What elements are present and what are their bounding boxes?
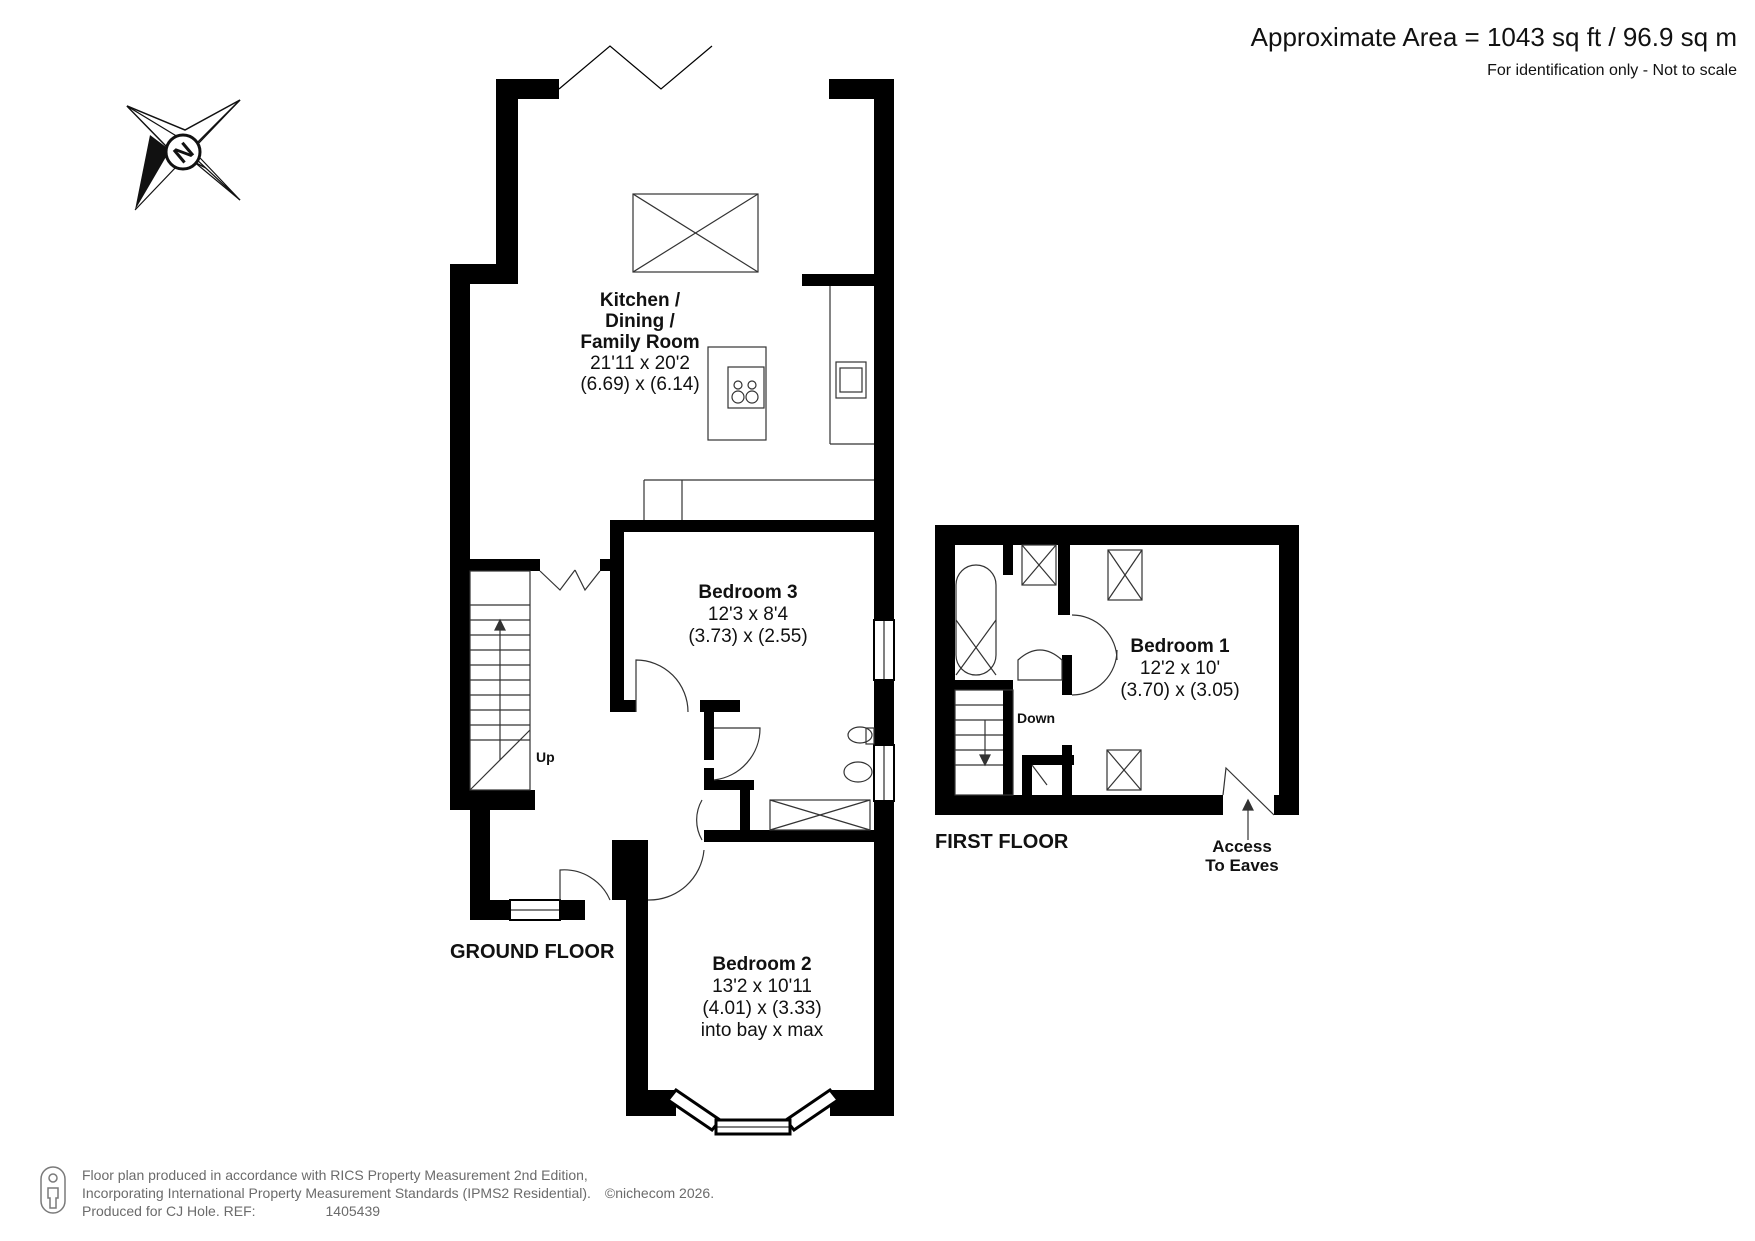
ground-doors [539,569,761,901]
bedroom1-label: Bedroom 1 12'2 x 10' (3.70) x (3.05) [1120,636,1239,701]
bedroom3-label: Bedroom 3 12'3 x 8'4 (3.73) x (2.55) [688,582,807,647]
kitchen-fixtures [632,193,874,520]
approximate-area-text: Approximate Area = 1043 sq ft / 96.9 sq … [1250,22,1737,52]
eaves-line1: Access [1212,837,1272,856]
footer-line3: Produced for CJ Hole. REF: 1405439 [82,1202,714,1220]
kitchen-name-line2: Dining / [605,311,675,332]
bathroom-fixtures [769,726,875,831]
kitchen-name-line3: Family Room [580,332,699,353]
bedroom3-metric: (3.73) x (2.55) [688,626,807,647]
eaves-label: Access To Eaves [1205,837,1278,875]
bedroom2-metric: (4.01) x (3.33) [702,998,821,1019]
compass-icon: N [126,99,241,211]
footer: Floor plan produced in accordance with R… [82,1166,714,1220]
person-icon [40,1166,66,1214]
bay-window [665,1087,841,1136]
kitchen-name-line1: Kitchen / [600,290,681,311]
bedroom3-name: Bedroom 3 [698,582,797,603]
side-window-bedroom3 [873,619,895,681]
footer-produced-for: Produced for CJ Hole. REF: [82,1203,256,1219]
identification-note: For identification only - Not to scale [1487,62,1737,79]
ground-floor-walls [450,79,894,1116]
kitchen-label: Kitchen / Dining / Family Room 21'11 x 2… [580,290,699,395]
bedroom2-label: Bedroom 2 13'2 x 10'11 (4.01) x (3.33) i… [701,954,824,1041]
footer-copyright: ©nichecom 2026. [604,1185,715,1201]
bedroom1-name: Bedroom 1 [1130,636,1230,657]
first-floor-walls [935,525,1299,815]
kitchen-metric: (6.69) x (6.14) [580,374,699,395]
first-stairs-label: Down [1017,710,1055,726]
bifold-doors [558,45,713,90]
front-window [509,899,561,921]
bedroom2-name: Bedroom 2 [712,954,811,975]
ground-stairs [469,570,531,791]
bedroom2-imperial: 13'2 x 10'11 [712,976,812,997]
bedroom1-imperial: 12'2 x 10' [1140,658,1220,679]
kitchen-imperial: 21'11 x 20'2 [590,353,690,374]
eaves-line2: To Eaves [1205,856,1278,875]
first-floor-fixtures [954,544,1275,840]
bedroom3-imperial: 12'3 x 8'4 [708,604,789,625]
footer-line2-text: Incorporating International Property Mea… [82,1185,591,1201]
bedroom2-note: into bay x max [701,1020,824,1041]
footer-line1: Floor plan produced in accordance with R… [82,1167,588,1183]
bedroom1-metric: (3.70) x (3.05) [1120,680,1239,701]
footer-line2: Incorporating International Property Mea… [82,1184,714,1202]
ground-stairs-label: Up [536,749,555,765]
ground-floor-label: GROUND FLOOR [450,941,615,963]
first-floor-label: FIRST FLOOR [935,831,1069,853]
side-window-bathroom [873,744,895,802]
footer-ref: 1405439 [325,1203,381,1219]
